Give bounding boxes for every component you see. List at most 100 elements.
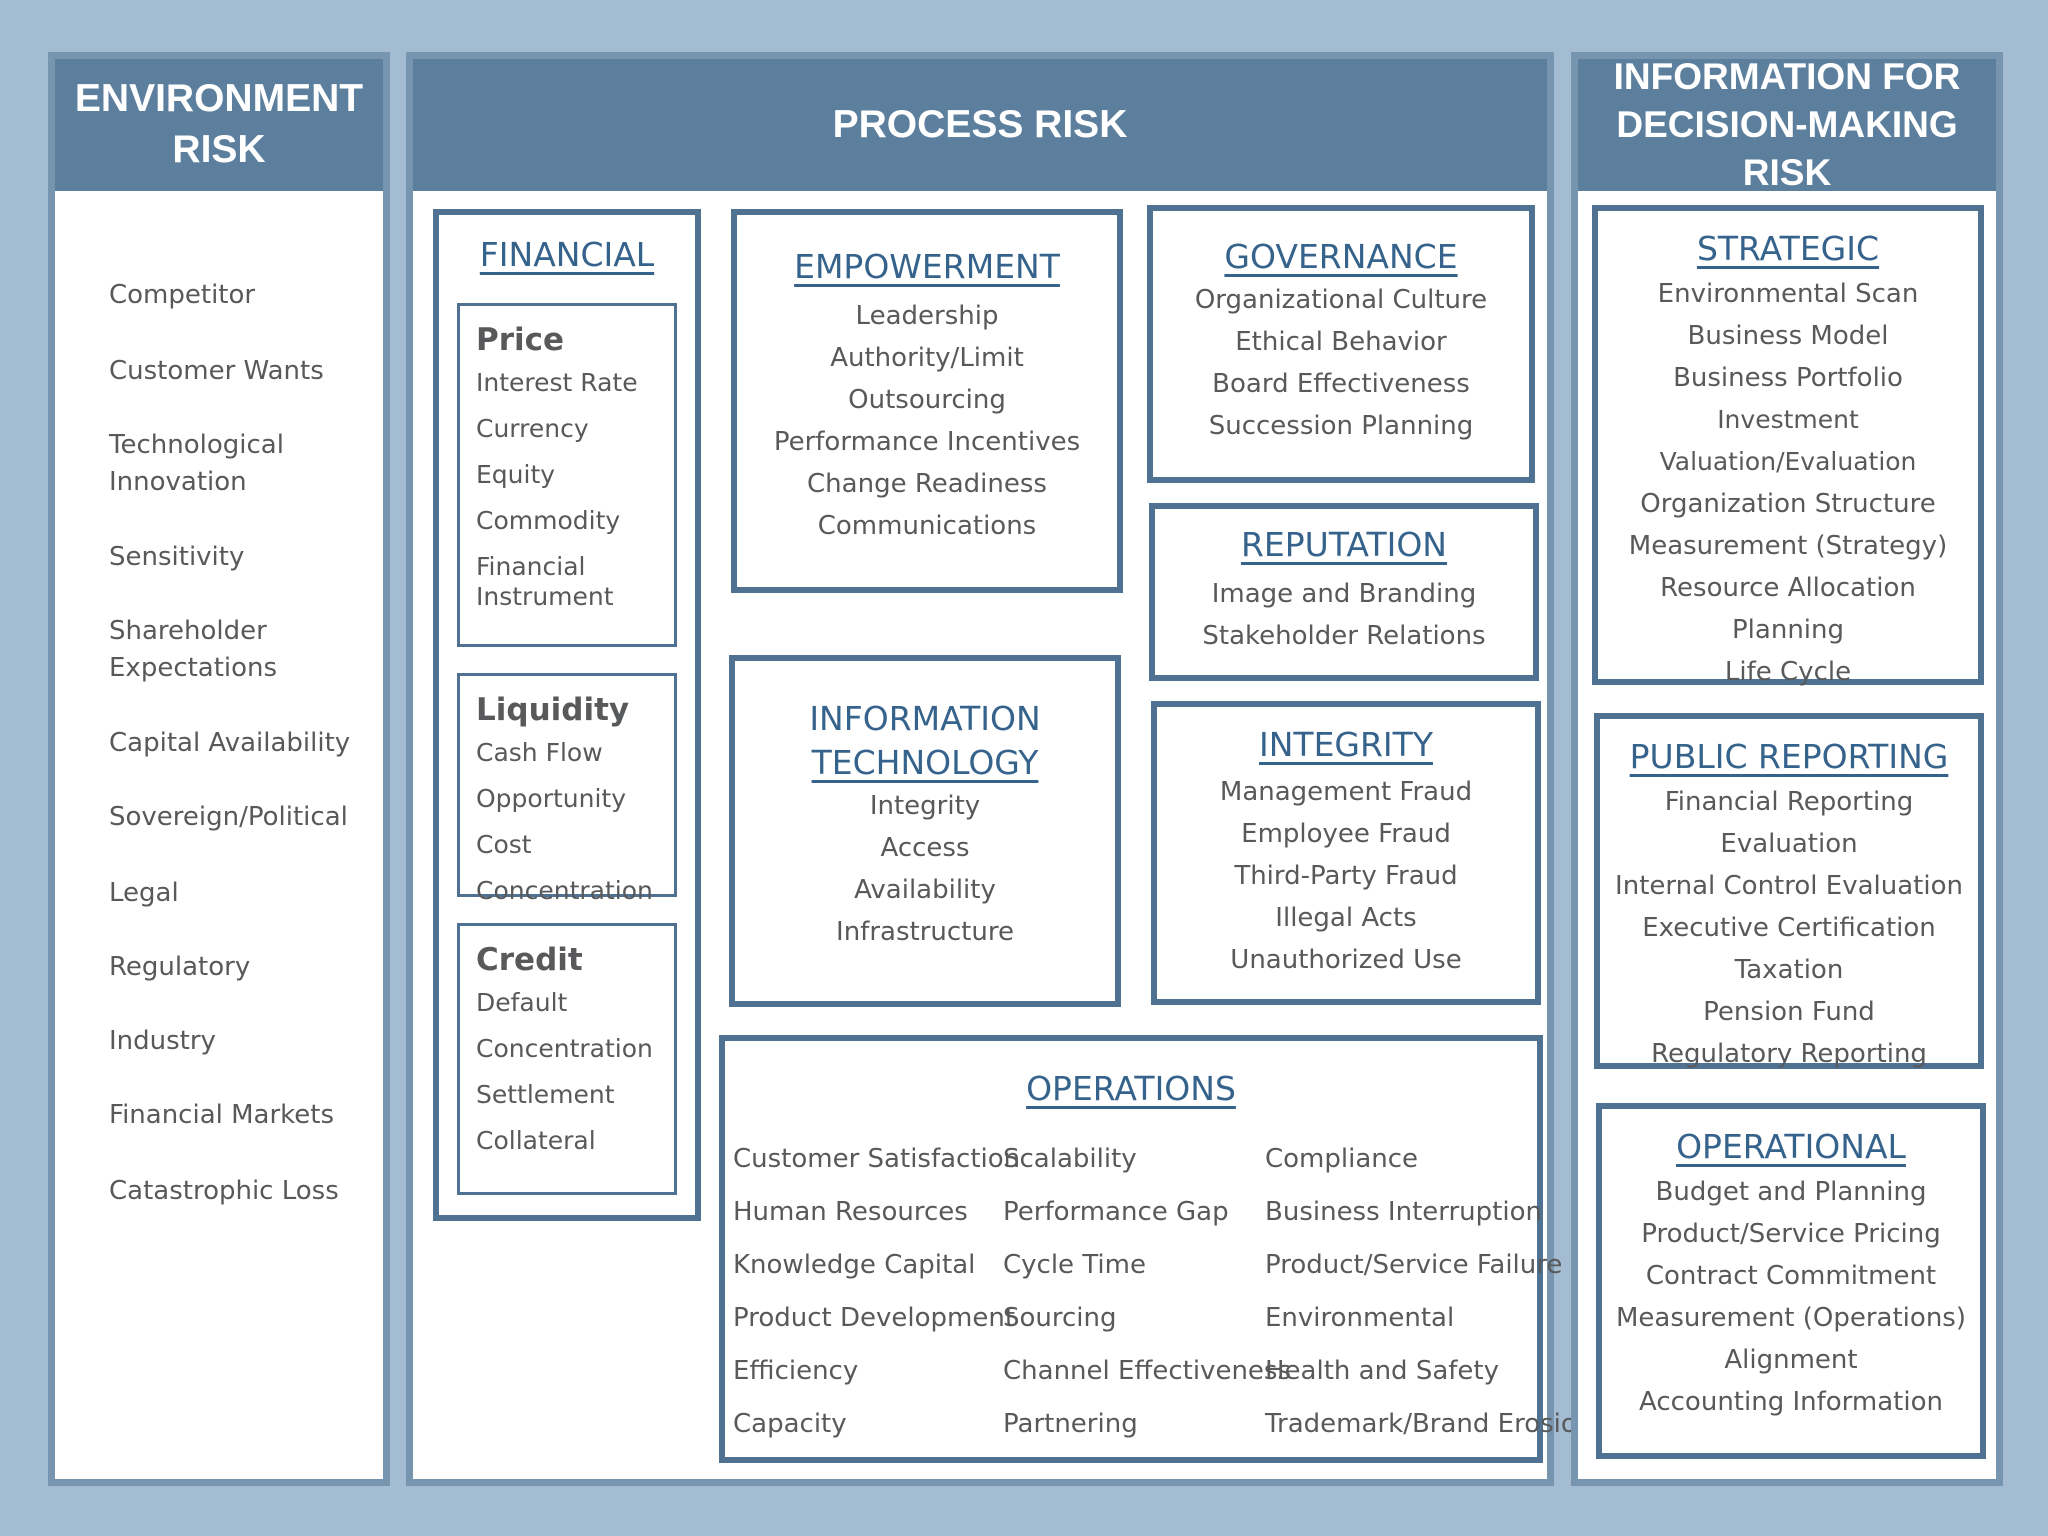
- list-item: Human Resources: [733, 1197, 968, 1227]
- operations-box: OPERATIONS Customer Satisfaction Human R…: [719, 1035, 1593, 1463]
- it-title-line2: TECHNOLOGY: [811, 743, 1039, 782]
- liquidity-box: Liquidity Cash Flow Opportunity Cost Con…: [457, 673, 677, 905]
- list-item: Investment Valuation/Evaluation: [1659, 405, 1917, 476]
- process-risk-column: PROCESS RISK FINANCIAL Price Interest Ra…: [406, 52, 1593, 1486]
- empowerment-box: EMPOWERMENT Leadership Authority/Limit O…: [731, 209, 1123, 593]
- governance-title: GOVERNANCE: [1224, 237, 1458, 276]
- credit-box: Credit Default Concentration Settlement …: [457, 923, 677, 1195]
- env-item: Catastrophic Loss: [109, 1176, 339, 1206]
- list-item: Cycle Time: [1003, 1250, 1146, 1280]
- list-item: Authority/Limit: [830, 343, 1024, 373]
- list-item: Business Portfolio: [1673, 363, 1903, 393]
- list-item: Concentration: [476, 876, 653, 905]
- env-item: Shareholder Expectations: [109, 616, 278, 683]
- it-title-line1: INFORMATION: [809, 699, 1041, 738]
- list-item: Planning: [1732, 615, 1844, 645]
- list-item: Outsourcing: [848, 385, 1006, 415]
- public-reporting-title: PUBLIC REPORTING: [1629, 737, 1949, 776]
- strategic-box: STRATEGIC Environmental Scan Business Mo…: [1592, 205, 1984, 687]
- list-item: Executive Certification: [1642, 913, 1936, 943]
- list-item: Capacity: [733, 1409, 847, 1439]
- list-item: Infrastructure: [836, 917, 1014, 947]
- reputation-box: REPUTATION Image and Branding Stakeholde…: [1149, 503, 1539, 681]
- list-item: Product Development: [733, 1303, 1016, 1333]
- operations-column-1: Customer Satisfaction Human Resources Kn…: [733, 1133, 1021, 1451]
- list-item: Contract Commitment: [1645, 1261, 1937, 1291]
- list-item: Internal Control Evaluation: [1615, 871, 1963, 901]
- list-item: Accounting Information: [1639, 1387, 1943, 1417]
- env-item: Financial Markets: [109, 1100, 335, 1130]
- list-item: Life Cycle: [1724, 657, 1852, 687]
- operations-column-3: Compliance Business Interruption Product…: [1265, 1133, 1594, 1451]
- env-item: Industry: [109, 1026, 216, 1056]
- list-item: Knowledge Capital: [733, 1250, 976, 1280]
- list-item: Interest Rate: [476, 368, 638, 397]
- list-item: Partnering: [1003, 1409, 1138, 1439]
- env-item: Sensitivity: [109, 542, 245, 572]
- list-item: Budget and Planning: [1655, 1177, 1927, 1207]
- list-item: Illegal Acts: [1275, 903, 1417, 933]
- list-item: Environmental Scan: [1657, 279, 1919, 309]
- operational-box: OPERATIONAL Budget and Planning Product/…: [1596, 1103, 1986, 1459]
- list-item: Stakeholder Relations: [1202, 621, 1486, 651]
- list-item: Collateral: [476, 1126, 596, 1155]
- list-item: Business Interruption: [1265, 1197, 1542, 1227]
- list-item: Communications: [817, 511, 1037, 541]
- list-item: Currency: [476, 414, 589, 443]
- operations-grid: Customer Satisfaction Human Resources Kn…: [733, 1133, 1593, 1451]
- list-item: Customer Satisfaction: [733, 1144, 1021, 1174]
- list-item: Scalability: [1003, 1144, 1137, 1174]
- list-item: Organization Structure: [1640, 489, 1936, 519]
- financial-box: FINANCIAL Price Interest Rate Currency E…: [433, 209, 701, 1221]
- governance-box: GOVERNANCE Organizational Culture Ethica…: [1147, 205, 1535, 483]
- list-item: Access: [880, 833, 970, 863]
- list-item: Concentration: [476, 1034, 653, 1063]
- list-item: Performance Gap: [1003, 1197, 1229, 1227]
- list-item: Financial Reporting Evaluation: [1664, 787, 1914, 859]
- list-item: Channel Effectiveness: [1003, 1356, 1292, 1386]
- list-item: Organizational Culture: [1194, 285, 1488, 315]
- list-item: Performance Incentives: [773, 427, 1081, 457]
- list-item: Taxation: [1734, 955, 1844, 985]
- empowerment-title: EMPOWERMENT: [794, 247, 1060, 286]
- list-item: Measurement (Operations): [1616, 1303, 1966, 1333]
- operations-title: OPERATIONS: [1026, 1069, 1236, 1108]
- list-item: Board Effectiveness: [1212, 369, 1470, 399]
- env-item: Regulatory: [109, 952, 251, 982]
- list-item: Succession Planning: [1208, 411, 1474, 441]
- list-item: Compliance: [1265, 1144, 1419, 1174]
- list-item: Change Readiness: [807, 469, 1047, 499]
- env-item: Competitor: [109, 280, 256, 310]
- operations-column-2: Scalability Performance Gap Cycle Time S…: [1003, 1133, 1292, 1451]
- list-item: Integrity: [869, 791, 981, 821]
- list-item: Sourcing: [1003, 1303, 1117, 1333]
- list-item: Employee Fraud: [1241, 819, 1451, 849]
- list-item: Trademark/Brand Erosion: [1265, 1409, 1594, 1439]
- list-item: Image and Branding: [1211, 579, 1477, 609]
- information-risk-column: INFORMATION FOR DECISION-MAKING RISK STR…: [1571, 52, 2003, 1486]
- list-item: Pension Fund: [1703, 997, 1875, 1027]
- list-item: Financial Instrument: [476, 552, 614, 611]
- operational-title: OPERATIONAL: [1676, 1127, 1906, 1166]
- list-item: Regulatory Reporting: [1651, 1039, 1927, 1069]
- list-item: Equity: [476, 460, 556, 489]
- list-item: Default: [476, 988, 568, 1017]
- env-item: Legal: [109, 878, 179, 908]
- integrity-title: INTEGRITY: [1259, 725, 1433, 764]
- list-item: Settlement: [476, 1080, 615, 1109]
- financial-title: FINANCIAL: [479, 235, 655, 274]
- list-item: Availability: [854, 875, 996, 905]
- strategic-title: STRATEGIC: [1696, 229, 1880, 268]
- environment-risk-column: ENVIRONMENT RISK Competitor Customer Wan…: [48, 52, 390, 1486]
- list-item: Product/Service Pricing: [1641, 1219, 1941, 1249]
- credit-title: Credit: [476, 942, 583, 978]
- list-item: Commodity: [476, 506, 621, 535]
- list-item: Measurement (Strategy): [1628, 531, 1948, 561]
- env-item: Technological Innovation: [109, 430, 284, 497]
- reputation-title: REPUTATION: [1241, 525, 1447, 564]
- list-item: Leadership: [855, 301, 999, 331]
- env-item: Capital Availability: [109, 728, 351, 758]
- price-box: Price Interest Rate Currency Equity Comm…: [457, 303, 677, 647]
- env-item: Sovereign/Political: [109, 802, 348, 832]
- list-item: Cash Flow: [476, 738, 603, 767]
